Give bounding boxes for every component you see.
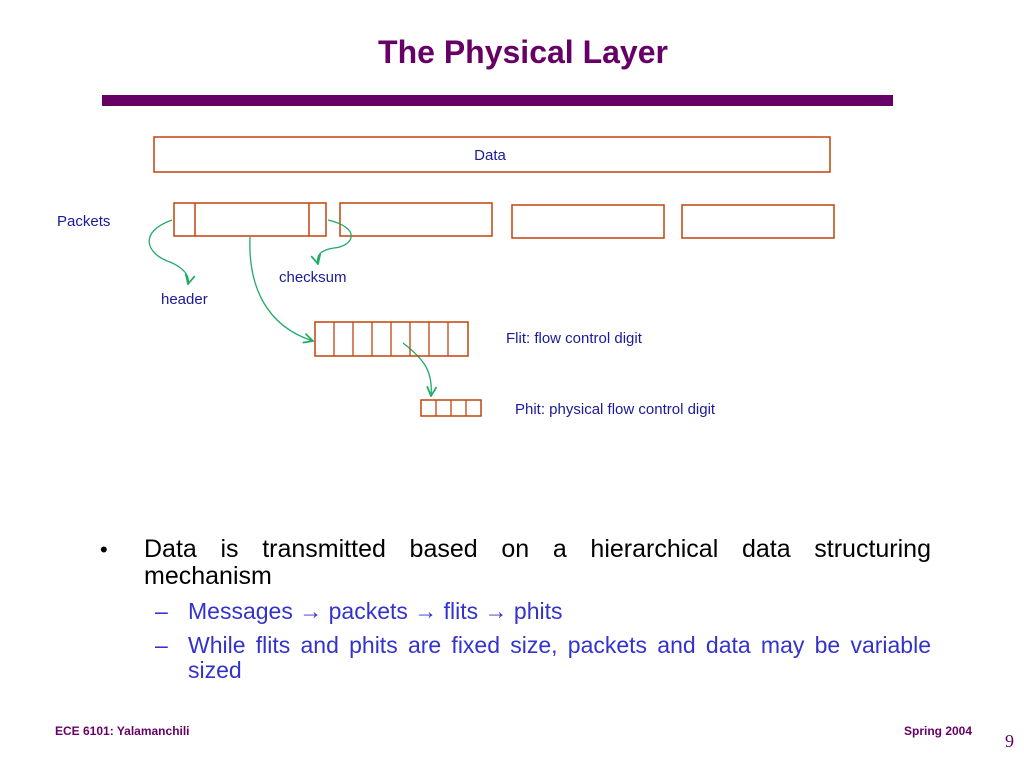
sub-bullet-dash-icon: – — [155, 632, 168, 658]
footer-course: ECE 6101: Yalamanchili — [55, 724, 190, 738]
flit-box — [314, 321, 469, 357]
flit-to-phit-arrow — [402, 342, 431, 396]
bullet-list: • Data is transmitted based on a hierarc… — [100, 536, 931, 683]
packet-3 — [511, 204, 665, 239]
header-arrow — [148, 219, 188, 284]
packet-hierarchy-diagram: Data Packets checksum header Flit: flow … — [57, 136, 835, 418]
footer-term: Spring 2004 — [904, 724, 973, 738]
packets-label: Packets — [57, 213, 110, 230]
checksum-arrow — [318, 219, 352, 264]
phit-box — [420, 399, 482, 417]
sub-bullet-2-text: While flits and phits are fixed size, pa… — [188, 632, 931, 683]
data-box — [153, 136, 831, 173]
packet-4 — [681, 204, 835, 239]
bullet-main: • Data is transmitted based on a hierarc… — [100, 536, 931, 590]
flit-label: Flit: flow control digit — [506, 330, 643, 347]
packet-to-flit-arrow — [249, 236, 313, 341]
phit-label: Phit: physical flow control digit — [515, 401, 716, 418]
title-underline — [102, 95, 893, 106]
packet-1 — [173, 202, 327, 237]
page-number: 9 — [1005, 731, 1014, 751]
sub-bullet-1-text: Messages → packets → flits → phits — [188, 598, 563, 624]
data-label: Data — [474, 147, 506, 164]
sub-bullet-dash-icon: – — [155, 598, 168, 624]
bullet-main-text: Data is transmitted based on a hierarchi… — [144, 535, 931, 590]
slide-title: The Physical Layer — [378, 34, 668, 70]
bullet-dot-icon: • — [100, 537, 108, 562]
header-label: header — [161, 291, 208, 308]
sub-bullet-2: – While flits and phits are fixed size, … — [100, 633, 931, 683]
checksum-label: checksum — [279, 269, 347, 286]
sub-bullet-1: – Messages → packets → flits → phits — [100, 599, 931, 624]
packet-2 — [339, 202, 493, 237]
